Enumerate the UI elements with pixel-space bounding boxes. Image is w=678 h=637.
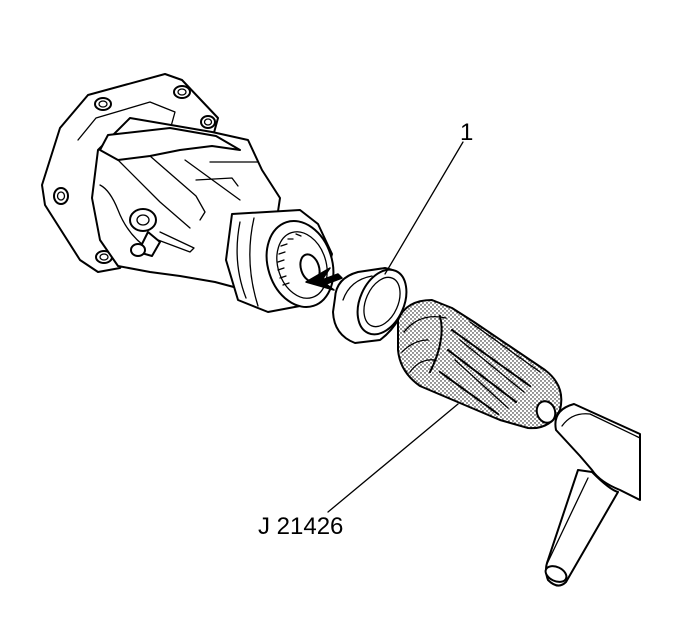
tool-number-label: J 21426 bbox=[258, 513, 343, 540]
callout-1-leader bbox=[384, 141, 464, 275]
speedometer-fitting bbox=[130, 231, 195, 257]
internal-splines bbox=[277, 233, 302, 286]
side-boss bbox=[129, 208, 157, 232]
oil-seal bbox=[332, 267, 408, 344]
driver-handle bbox=[544, 403, 641, 587]
extension-housing bbox=[41, 73, 335, 313]
housing-top-rib bbox=[99, 127, 241, 161]
callout-1-label: 1 bbox=[460, 119, 473, 146]
tool-callout-leader bbox=[327, 403, 459, 513]
tool-body bbox=[397, 299, 563, 430]
seal-installer-tool bbox=[397, 299, 563, 430]
install-direction-arrow bbox=[305, 267, 343, 291]
